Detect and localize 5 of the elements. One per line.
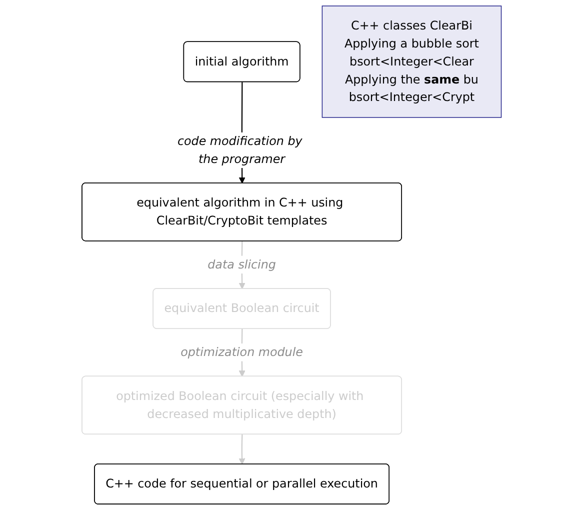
edge-label: code modification by the programer — [178, 134, 303, 166]
node-box: C++ classes ClearBi Applying a bubble sort bsort<Integer<Clear Applying the same bu bsort<Integer<Crypt — [322, 6, 502, 118]
edge-label: optimization module — [180, 344, 304, 360]
arrow — [239, 434, 246, 465]
edge-label: data slicing — [208, 257, 276, 272]
